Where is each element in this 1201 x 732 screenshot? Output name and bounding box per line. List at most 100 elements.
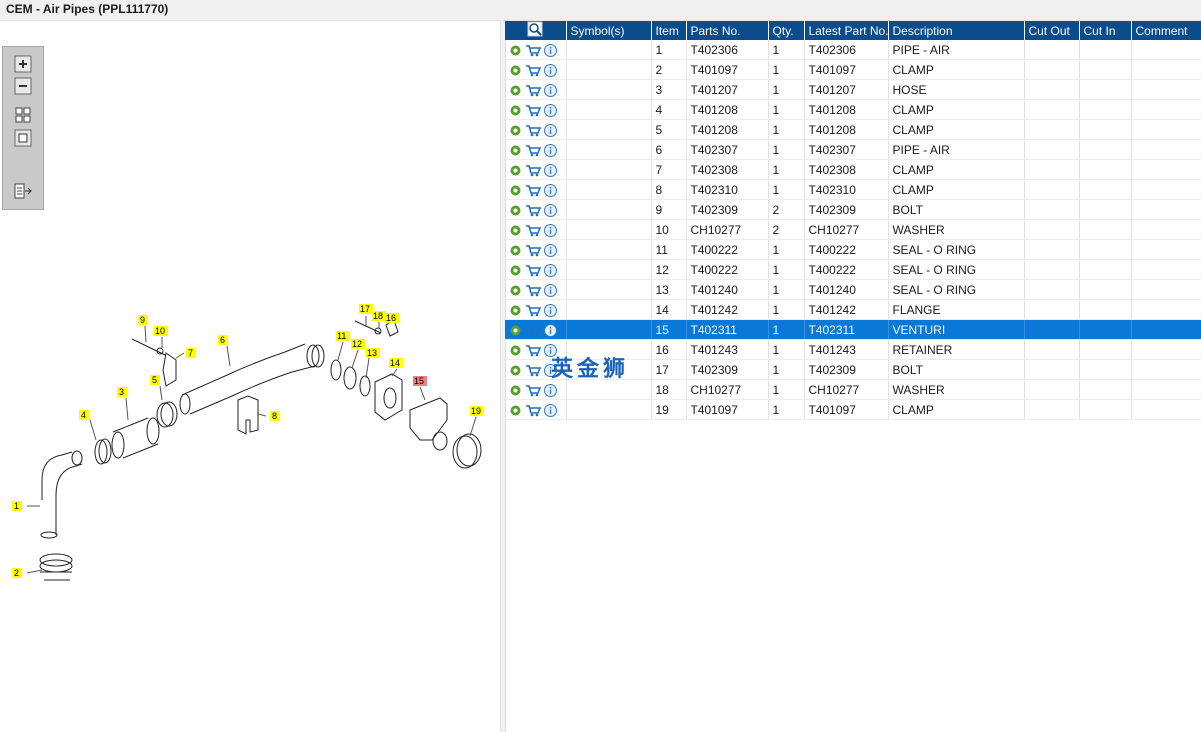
cart-icon[interactable] bbox=[525, 124, 541, 137]
gear-icon[interactable] bbox=[509, 364, 522, 377]
gear-icon[interactable] bbox=[509, 384, 522, 397]
column-item[interactable]: Item bbox=[651, 21, 687, 40]
callout-8[interactable]: 8 bbox=[270, 411, 280, 421]
gear-icon[interactable] bbox=[509, 204, 522, 217]
column-latest-part-no[interactable]: Latest Part No. bbox=[804, 21, 889, 40]
info-icon[interactable] bbox=[544, 123, 557, 137]
callout-7[interactable]: 7 bbox=[186, 348, 196, 358]
zoom-out-icon[interactable] bbox=[14, 77, 32, 95]
column-symbols[interactable]: Symbol(s) bbox=[566, 21, 652, 40]
gear-icon[interactable] bbox=[509, 144, 522, 157]
info-icon[interactable] bbox=[544, 283, 557, 297]
info-icon[interactable] bbox=[544, 223, 557, 237]
gear-icon[interactable] bbox=[509, 284, 522, 297]
gear-icon[interactable] bbox=[509, 104, 522, 117]
column-comment[interactable]: Comment bbox=[1131, 21, 1201, 40]
callout-18[interactable]: 18 bbox=[372, 311, 386, 321]
column-parts-no[interactable]: Parts No. bbox=[686, 21, 769, 40]
info-icon[interactable] bbox=[544, 243, 557, 257]
callout-1[interactable]: 1 bbox=[12, 501, 22, 511]
callout-17[interactable]: 17 bbox=[359, 304, 373, 314]
gear-icon[interactable] bbox=[509, 264, 522, 277]
gear-icon[interactable] bbox=[509, 124, 522, 137]
gear-icon[interactable] bbox=[509, 44, 522, 57]
info-icon[interactable] bbox=[544, 403, 557, 417]
callout-10[interactable]: 10 bbox=[154, 326, 168, 336]
cart-icon[interactable] bbox=[525, 364, 541, 377]
info-icon[interactable] bbox=[544, 143, 557, 157]
info-icon[interactable] bbox=[544, 203, 557, 217]
actual-size-icon[interactable] bbox=[14, 129, 32, 147]
callout-2[interactable]: 2 bbox=[12, 568, 22, 578]
cart-icon[interactable] bbox=[525, 344, 541, 357]
callout-3[interactable]: 3 bbox=[117, 387, 127, 397]
info-icon[interactable] bbox=[544, 323, 557, 337]
cart-icon[interactable] bbox=[525, 144, 541, 157]
gear-icon[interactable] bbox=[509, 184, 522, 197]
column-search[interactable] bbox=[505, 21, 567, 40]
callout-15[interactable]: 15 bbox=[413, 376, 427, 386]
column-cut-in[interactable]: Cut In bbox=[1079, 21, 1132, 40]
info-icon[interactable] bbox=[544, 343, 557, 357]
cart-icon[interactable] bbox=[525, 64, 541, 77]
column-qty[interactable]: Qty. bbox=[768, 21, 805, 40]
cart-icon[interactable] bbox=[525, 164, 541, 177]
callout-5[interactable]: 5 bbox=[150, 375, 160, 385]
info-icon[interactable] bbox=[544, 303, 557, 317]
cart-icon[interactable] bbox=[525, 384, 541, 397]
callout-4[interactable]: 4 bbox=[79, 410, 89, 420]
gear-icon[interactable] bbox=[509, 84, 522, 97]
cart-icon[interactable] bbox=[525, 84, 541, 97]
gear-icon[interactable] bbox=[509, 344, 522, 357]
callout-19[interactable]: 19 bbox=[470, 406, 484, 416]
column-cut-out[interactable]: Cut Out bbox=[1024, 21, 1080, 40]
cart-icon[interactable] bbox=[525, 304, 541, 317]
cart-icon[interactable] bbox=[525, 224, 541, 237]
info-icon[interactable] bbox=[544, 43, 557, 57]
gear-icon[interactable] bbox=[509, 164, 522, 177]
gear-icon[interactable] bbox=[509, 244, 522, 257]
info-icon[interactable] bbox=[544, 183, 557, 197]
info-icon[interactable] bbox=[544, 83, 557, 97]
callout-12[interactable]: 12 bbox=[351, 339, 365, 349]
diagram-panel[interactable]: 1 2 3 4 5 6 7 8 9 10 11 12 13 14 15 16 1… bbox=[0, 21, 500, 732]
callout-16[interactable]: 16 bbox=[385, 313, 399, 323]
info-icon[interactable] bbox=[544, 383, 557, 397]
callout-13[interactable]: 13 bbox=[366, 348, 380, 358]
fit-all-icon[interactable] bbox=[14, 106, 32, 124]
callout-14[interactable]: 14 bbox=[389, 358, 403, 368]
cart-icon[interactable] bbox=[525, 44, 541, 57]
cart-icon[interactable] bbox=[525, 104, 541, 117]
gear-icon[interactable] bbox=[509, 324, 522, 337]
gear-icon[interactable] bbox=[509, 404, 522, 417]
gear-icon[interactable] bbox=[509, 224, 522, 237]
cart-icon[interactable] bbox=[525, 264, 541, 277]
info-icon[interactable] bbox=[544, 163, 557, 177]
info-icon[interactable] bbox=[544, 263, 557, 277]
callout-11[interactable]: 11 bbox=[336, 331, 350, 341]
info-icon[interactable] bbox=[544, 63, 557, 77]
info-icon[interactable] bbox=[544, 103, 557, 117]
cart-icon[interactable] bbox=[525, 404, 541, 417]
cart-icon[interactable] bbox=[525, 184, 541, 197]
gear-icon[interactable] bbox=[509, 304, 522, 317]
info-icon[interactable] bbox=[544, 363, 557, 377]
cart-icon[interactable] bbox=[525, 244, 541, 257]
